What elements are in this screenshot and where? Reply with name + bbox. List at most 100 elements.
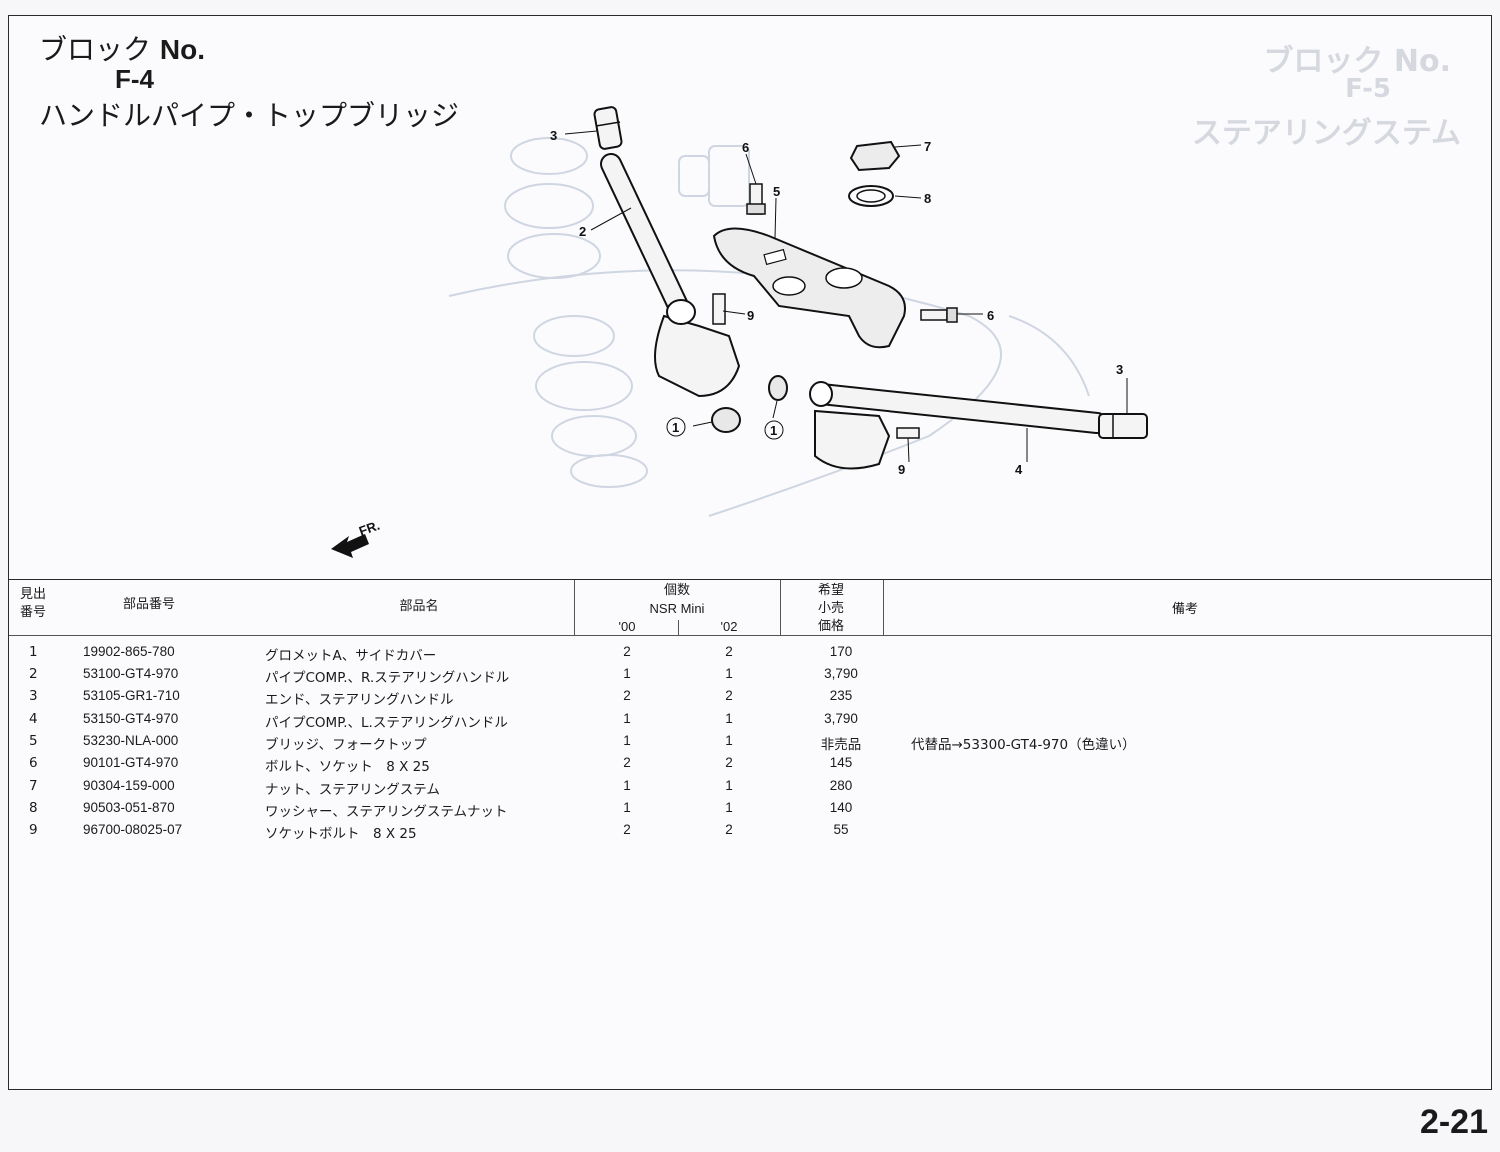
socket-bolt-lower [896,427,920,439]
row-part-name: ボルト、ソケット 8 X 25 [265,759,430,775]
header-model: NSR Mini [649,601,705,616]
row-ref-no: 5 [29,733,38,749]
header-part-no: 部品番号 [122,597,175,612]
row-qty-02: 1 [725,733,733,748]
row-price: 280 [829,778,853,793]
row-ref-no: 9 [29,822,38,838]
row-qty-00: 1 [623,778,631,793]
leader-lines [564,130,1128,463]
row-price: 非売品 [820,737,862,752]
row-ref-no: 7 [29,778,38,794]
row-part-name: パイプCOMP.、R.ステアリングハンドル [265,670,510,686]
header-qty: 個数 [663,583,690,598]
row-ref-no: 3 [29,688,38,704]
callout-circle-1a [666,417,686,437]
block-title: ハンドルパイプ・トップブリッジ [39,99,460,132]
row-remark: 代替品→53300-GT4-970（色違い） [911,737,1136,753]
callout-circle-1b [764,420,784,440]
bleed-through-block-no: ブロック No. [1263,44,1451,79]
row-part-name: パイプCOMP.、L.ステアリングハンドル [265,715,508,731]
handle-end-left [593,106,623,150]
fork-top-bridge [712,227,906,349]
header-year-02: '02 [720,619,738,634]
row-part-no: 90304-159-000 [83,778,175,793]
callout-1-right: 1 [770,423,777,438]
row-qty-00: 1 [623,800,631,815]
col-divider-remarks-start [883,580,884,635]
socket-bolt-right [920,307,958,323]
col-divider-qty-start [574,580,575,635]
handle-pipe-right [600,153,741,398]
bleed-through-block-name: ステアリングステム [1191,116,1461,151]
row-qty-00: 2 [623,822,631,837]
callout-3-left: 3 [550,128,557,143]
callout-8: 8 [924,191,931,206]
row-part-no: 96700-08025-07 [83,822,183,837]
row-part-name: ソケットボルト 8 X 25 [265,826,417,842]
header-year-00: '00 [618,619,636,634]
row-qty-02: 1 [725,800,733,815]
row-qty-02: 2 [725,822,733,837]
row-ref-no: 4 [29,711,38,727]
callout-1-left: 1 [672,420,679,435]
row-ref-no: 1 [29,644,38,660]
steering-stem-washer [848,185,894,207]
row-qty-02: 1 [725,666,733,681]
row-price: 3,790 [824,711,858,726]
row-ref-no: 8 [29,800,38,816]
header-rule [9,635,1491,636]
row-part-name: エンド、ステアリングハンドル [265,692,454,708]
front-direction-arrow-icon: FR. [331,518,382,558]
callout-6-right: 6 [987,308,994,323]
row-qty-00: 1 [623,711,631,726]
row-ref-no: 6 [29,755,38,771]
col-divider-year [678,620,679,635]
row-part-no: 53100-GT4-970 [83,666,179,681]
row-price: 170 [829,644,853,659]
row-qty-02: 2 [725,755,733,770]
row-part-no: 53150-GT4-970 [83,711,179,726]
row-part-no: 90503-051-870 [83,800,175,815]
row-qty-02: 2 [725,688,733,703]
steering-stem-nut [849,140,901,172]
row-part-no: 53230-NLA-000 [83,733,179,748]
row-qty-02: 1 [725,778,733,793]
socket-bolt-top [746,183,766,215]
header-ref-no: 見出 番号 [19,587,46,620]
socket-bolt-left [712,293,726,325]
callout-4: 4 [1015,462,1023,477]
row-part-name: ブリッジ、フォークトップ [265,737,427,753]
bleed-through-illustration [448,137,1090,517]
row-part-name: グロメットA、サイドカバー [265,648,437,664]
callout-9-upper: 9 [747,308,754,323]
row-qty-00: 2 [623,688,631,703]
row-qty-00: 1 [623,733,631,748]
row-price: 3,790 [824,666,858,681]
callout-9-lower: 9 [898,462,905,477]
row-price: 235 [829,688,853,703]
row-ref-no: 2 [29,666,38,682]
grommet-a [711,375,788,433]
row-price: 55 [833,822,849,837]
row-qty-00: 1 [623,666,631,681]
header-remarks: 備考 [1171,602,1198,617]
row-part-name: ナット、ステアリングステム [265,782,440,798]
row-part-no: 53105-GR1-710 [83,688,180,703]
row-qty-00: 2 [623,755,631,770]
page-number: 2-21 [1419,1103,1488,1141]
callout-2: 2 [579,224,586,239]
front-marker-text: FR. [357,518,382,539]
parts-table: 見出 番号 部品番号 部品名 個数 NSR Mini '00 '02 希望 小売… [9,579,1491,1090]
bleed-through-block-code: F-5 [1345,74,1391,104]
callout-6-top: 6 [742,140,749,155]
row-qty-02: 2 [725,644,733,659]
parts-catalog-sheet: ブロック No. F-5 ステアリングステム ブロック No. F-4 ハンドル… [8,15,1492,1090]
block-no-text: No. [159,34,206,65]
block-label-text: ブロック [39,33,152,66]
row-qty-02: 1 [725,711,733,726]
callout-5: 5 [773,184,780,199]
handle-pipe-left [809,381,1108,470]
block-code: F-4 [115,64,154,94]
row-price: 140 [829,800,853,815]
row-qty-00: 2 [623,644,631,659]
